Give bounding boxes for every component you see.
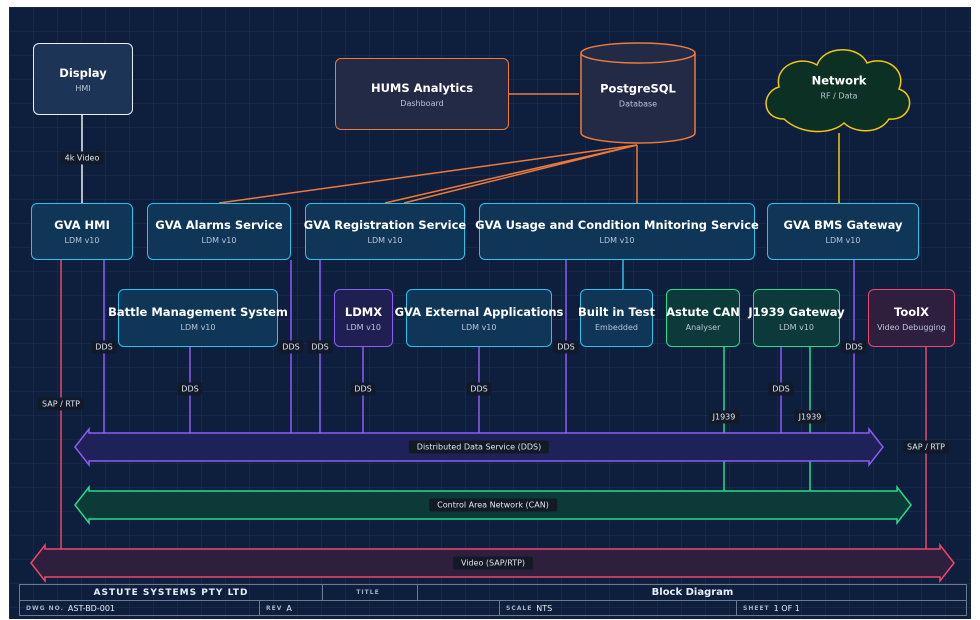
gva-hmi-subtitle: LDM v10: [64, 236, 100, 245]
battle-title: Battle Management System: [108, 304, 288, 319]
postgres-title: PostgreSQL: [600, 81, 676, 96]
j1939-gateway-node[interactable]: J1939 Gateway LDM v10: [748, 289, 845, 347]
link-postgres-registration-a: [384, 144, 638, 204]
bms-gateway-title: GVA BMS Gateway: [783, 218, 903, 232]
rev-cell: REV A: [260, 601, 500, 616]
network-subtitle: RF / Data: [820, 91, 858, 101]
label-sap-rtp-right: SAP / RTP: [903, 440, 949, 454]
external-subtitle: LDM v10: [461, 322, 497, 332]
j1939-gateway-title: J1939 Gateway: [748, 304, 845, 319]
ldmx-title: LDMX: [344, 304, 383, 319]
rev-value: A: [286, 604, 292, 613]
dwg-number: AST-BD-001: [67, 604, 115, 613]
diagram-canvas: Display HMI HUMS Analytics Dashboard Pos…: [9, 7, 971, 619]
label-dds-j1939: DDS: [768, 382, 794, 396]
registration-subtitle: LDM v10: [367, 236, 403, 245]
label-dds-bms: DDS: [841, 340, 867, 354]
scale-key: SCALE: [506, 605, 533, 612]
display-subtitle: HMI: [75, 83, 91, 93]
sheet-cell: SHEET 1 OF 1: [737, 601, 967, 616]
usage-node[interactable]: GVA Usage and Condition Mnitoring Servic…: [475, 203, 759, 260]
label-4k-video: 4k Video: [60, 151, 104, 165]
usage-subtitle: LDM v10: [599, 236, 635, 245]
registration-title: GVA Registration Service: [303, 218, 467, 232]
alarms-node[interactable]: GVA Alarms Service LDM v10: [147, 203, 291, 260]
label-dds-usage: DDS: [553, 340, 579, 354]
scale-value: NTS: [536, 604, 553, 613]
postgres-node[interactable]: PostgreSQL Database: [600, 82, 676, 109]
label-dds-hmi: DDS: [91, 340, 117, 354]
bms-gateway-subtitle: LDM v10: [825, 236, 861, 245]
link-postgres-registration-b: [403, 144, 638, 204]
bit-node[interactable]: Built in Test Embedded: [578, 289, 655, 347]
battle-subtitle: LDM v10: [180, 322, 216, 332]
astute-can-subtitle: Analyser: [685, 322, 721, 332]
ldmx-node[interactable]: LDMX LDM v10: [334, 289, 393, 347]
title-block-company-cell: ASTUTE SYSTEMS PTY LTD: [20, 585, 323, 601]
dwg-key: DWG NO.: [26, 605, 64, 612]
can-bus-label: Control Area Network (CAN): [429, 498, 557, 512]
j1939-gateway-subtitle: LDM v10: [779, 322, 814, 332]
gva-hmi-node[interactable]: GVA HMI LDM v10: [31, 203, 133, 260]
toolx-subtitle: Video Debugging: [877, 322, 946, 332]
company-name: ASTUTE SYSTEMS PTY LTD: [93, 587, 249, 598]
bms-gateway-node[interactable]: GVA BMS Gateway LDM v10: [767, 203, 919, 260]
label-j1939-gateway: J1939: [794, 410, 826, 424]
external-node[interactable]: GVA External Applications LDM v10: [395, 289, 563, 347]
hums-subtitle: Dashboard: [400, 98, 444, 108]
battle-node[interactable]: Battle Management System LDM v10: [108, 289, 288, 347]
external-title: GVA External Applications: [394, 304, 564, 319]
registration-node[interactable]: GVA Registration Service LDM v10: [303, 203, 467, 260]
drawing-title: Block Diagram: [651, 587, 734, 598]
network-cloud: [765, 49, 911, 133]
alarms-title: GVA Alarms Service: [155, 218, 283, 232]
video-bus-label: Video (SAP/RTP): [452, 556, 534, 570]
postgres-cylinder: [580, 42, 696, 144]
sheet-key: SHEET: [743, 605, 770, 612]
link-postgres-alarms: [218, 144, 638, 204]
title-block: ASTUTE SYSTEMS PTY LTD TITLE Block Diagr…: [19, 584, 967, 616]
astute-can-node[interactable]: Astute CAN Analyser: [666, 289, 740, 347]
label-dds-ldmx: DDS: [350, 382, 376, 396]
network-node[interactable]: Network RF / Data: [812, 74, 867, 101]
title-key-cell: TITLE: [323, 585, 418, 601]
usage-title: GVA Usage and Condition Mnitoring Servic…: [475, 218, 759, 232]
label-sap-rtp-left: SAP / RTP: [38, 397, 84, 411]
scale-cell: SCALE NTS: [500, 601, 737, 616]
label-j1939-astute: J1939: [708, 410, 740, 424]
label-dds-alarms: DDS: [278, 340, 304, 354]
postgres-subtitle: Database: [618, 99, 658, 109]
display-node[interactable]: Display HMI: [33, 43, 133, 115]
alarms-subtitle: LDM v10: [201, 236, 237, 245]
toolx-title: ToolX: [894, 304, 929, 319]
bit-subtitle: Embedded: [594, 322, 638, 332]
sheet-value: 1 OF 1: [773, 604, 800, 613]
bit-title: Built in Test: [578, 304, 655, 319]
label-dds-battle: DDS: [177, 382, 203, 396]
title-key: TITLE: [356, 589, 380, 596]
rev-key: REV: [266, 605, 283, 612]
network-title: Network: [811, 73, 867, 88]
dds-bus-label: Distributed Data Service (DDS): [408, 440, 550, 454]
title-value-cell: Block Diagram: [418, 585, 967, 601]
display-title: Display: [59, 65, 107, 80]
label-dds-registration: DDS: [307, 340, 333, 354]
ldmx-subtitle: LDM v10: [346, 322, 381, 332]
label-dds-external: DDS: [466, 382, 492, 396]
hums-node[interactable]: HUMS Analytics Dashboard: [335, 58, 509, 130]
dwg-cell: DWG NO. AST-BD-001: [20, 601, 260, 616]
toolx-node[interactable]: ToolX Video Debugging: [868, 289, 955, 347]
hums-title: HUMS Analytics: [370, 80, 474, 95]
gva-hmi-title: GVA HMI: [54, 218, 110, 232]
astute-can-title: Astute CAN: [666, 304, 740, 319]
